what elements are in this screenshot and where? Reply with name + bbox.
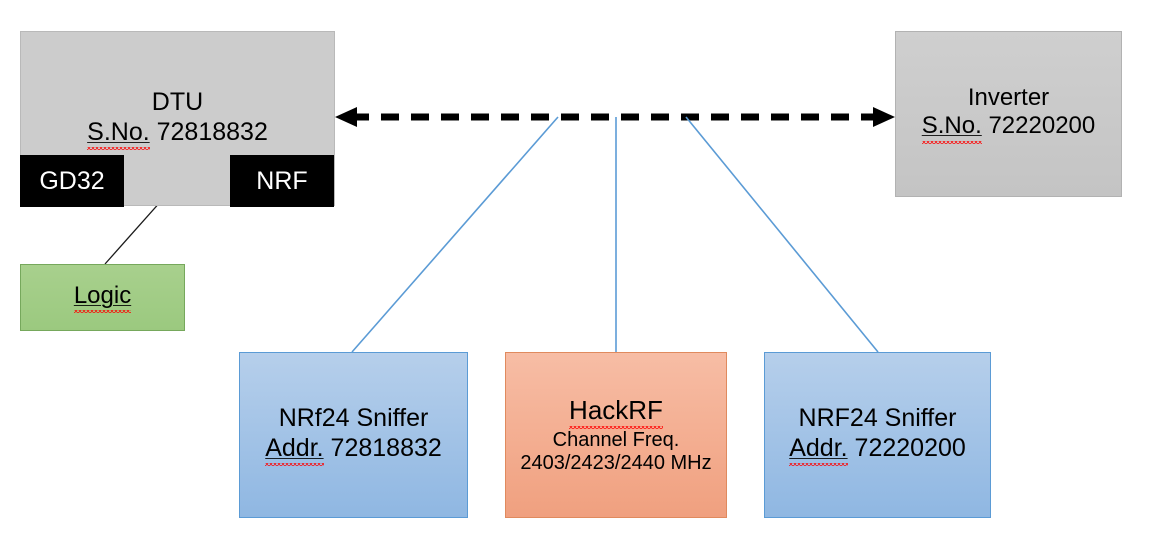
sniffer-right-address-value: 72220200 — [854, 433, 966, 462]
nrf-label: NRF — [256, 166, 308, 195]
sniffer-left-address: Addr. 72818832 — [265, 433, 442, 467]
node-inverter[interactable]: Inverter S.No. 72220200 — [895, 31, 1122, 197]
hackrf-channel-label-text: Channel Freq. — [552, 428, 680, 451]
hackrf-title: HackRF — [569, 395, 663, 429]
inverter-title: Inverter — [967, 84, 1050, 111]
hackrf-channel-label: Channel Freq. — [553, 429, 680, 453]
sniffer-left-address-prefix: Addr. — [265, 433, 324, 467]
inverter-serial-value: 72220200 — [988, 112, 1096, 140]
sniffer-left-title-text: NRf24 Sniffer — [278, 404, 429, 432]
sniffer-right-address-prefix: Addr. — [789, 433, 848, 467]
node-logic-analyzer[interactable]: Logic — [20, 264, 185, 331]
sniffer-right-address: Addr. 72220200 — [789, 433, 966, 467]
logic-label: Logic — [73, 281, 132, 313]
sniffer-right-title: NRF24 Sniffer — [799, 404, 957, 434]
gd32-label: GD32 — [39, 166, 105, 195]
sniffer-left-title: NRf24 Sniffer — [279, 404, 429, 434]
inverter-serial-prefix: S.No. — [921, 112, 982, 143]
node-sniffer-right[interactable]: NRF24 Sniffer Addr. 72220200 — [764, 352, 991, 518]
node-sniffer-left[interactable]: NRf24 Sniffer Addr. 72818832 — [239, 352, 468, 518]
inverter-serial: S.No. 72220200 — [921, 112, 1096, 143]
hackrf-frequencies: 2403/2423/2440 MHz — [520, 452, 712, 475]
node-hackrf[interactable]: HackRF Channel Freq. 2403/2423/2440 MHz — [505, 352, 727, 518]
hackrf-title-text: HackRF — [569, 395, 663, 429]
node-gd32[interactable]: GD32 — [20, 155, 124, 207]
dtu-title: DTU — [151, 88, 204, 116]
sniffer-right-title-text: NRF24 Sniffer — [798, 404, 957, 432]
connector-dtu-inverter — [335, 107, 895, 127]
connector-sniffer-left-tap — [351, 116, 559, 353]
connector-sniffer-right-tap — [685, 116, 879, 353]
sniffer-left-address-value: 72818832 — [330, 433, 442, 462]
dtu-serial-value: 72818832 — [156, 117, 268, 146]
dtu-serial: S.No. 72818832 — [87, 117, 268, 151]
node-nrf[interactable]: NRF — [230, 155, 334, 207]
dtu-serial-prefix: S.No. — [87, 117, 150, 151]
